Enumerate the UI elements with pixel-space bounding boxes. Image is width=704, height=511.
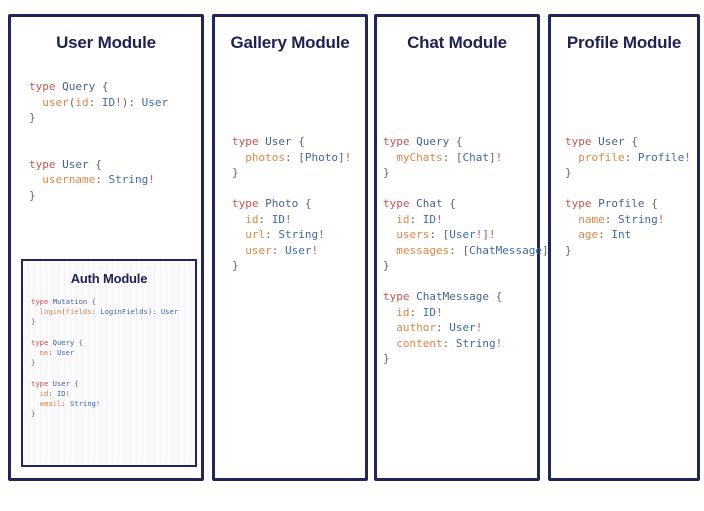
code-line: } [31, 317, 36, 327]
code-line: type Mutation { [31, 297, 96, 306]
code-line [29, 141, 168, 157]
code-line: id: ID! [245, 212, 292, 226]
code-line: users: [User!]! [396, 228, 496, 241]
code-line [31, 368, 178, 378]
code-line: url: String! [245, 228, 325, 241]
code-line [383, 274, 555, 290]
code-line: } [232, 166, 239, 179]
panel-title-chat-module: Chat Module [407, 33, 507, 52]
code-line: } [31, 409, 36, 419]
panel-profile-module[interactable]: Profile Module type User { profile: Prof… [548, 14, 700, 481]
code-line: author: User! [396, 321, 483, 334]
code-line: } [29, 188, 36, 202]
code-line: } [31, 358, 36, 368]
code-line: type User { [232, 135, 305, 148]
code-block-auth-module: type Mutation { login(fields: LoginField… [31, 297, 178, 419]
code-line: } [232, 259, 239, 272]
code-line: id: ID! [39, 388, 70, 398]
code-line: user(id: ID!): User [42, 95, 169, 109]
code-block-profile-module: type User { profile: Profile!} type Prof… [565, 134, 691, 258]
code-block-user-module: type Query { user(id: ID!): User} type U… [29, 79, 168, 203]
code-line: username: String! [42, 173, 155, 186]
code-lines: type Query { user(id: ID!): User} type U… [29, 79, 168, 203]
panel-title-user-module: User Module [56, 33, 156, 52]
code-lines: type User { photos: [Photo]!} type Photo… [232, 134, 351, 274]
code-line: content: String! [396, 336, 503, 350]
panel-title-profile-module: Profile Module [566, 33, 682, 52]
panel-auth-module[interactable]: Auth Module type Mutation { login(fields… [21, 259, 197, 467]
code-line: } [383, 352, 390, 365]
code-line: type User { [31, 378, 79, 388]
code-line: } [383, 259, 390, 272]
code-block-chat-module: type Query { myChats: [Chat]!} type Chat… [383, 134, 555, 367]
panel-user-module[interactable]: User Module type Query { user(id: ID!): … [8, 14, 204, 481]
code-line: type Photo { [232, 197, 312, 210]
code-lines: type User { profile: Profile!} type Prof… [565, 134, 691, 258]
code-line [31, 328, 178, 338]
code-line: photos: [Photo]! [245, 150, 352, 164]
code-line: type ChatMessage { [383, 290, 503, 303]
code-line: login(fields: LoginFields): User [39, 307, 179, 317]
code-line: user: User! [245, 243, 319, 257]
code-line: type Chat { [383, 197, 456, 210]
code-line: type Profile { [565, 197, 658, 210]
code-lines: type Mutation { login(fields: LoginField… [31, 297, 178, 419]
code-line: id: ID! [396, 305, 443, 319]
panel-title-auth-module: Auth Module [70, 271, 148, 286]
code-line: profile: Profile! [578, 150, 691, 164]
code-line: type Query { [383, 135, 463, 148]
panel-gallery-module[interactable]: Gallery Module type User { photos: [Phot… [212, 14, 368, 481]
code-block-gallery-module: type User { photos: [Photo]!} type Photo… [232, 134, 351, 274]
code-line: type User { [565, 135, 638, 148]
code-line [232, 181, 351, 197]
code-line: } [383, 166, 390, 179]
code-line: type Query { [31, 337, 83, 347]
code-line: messages: [ChatMessage]! [396, 243, 555, 257]
panel-chat-module[interactable]: Chat Module type Query { myChats: [Chat]… [374, 14, 555, 481]
code-line [29, 126, 168, 142]
code-line: name: String! [578, 212, 665, 226]
code-lines: type Query { myChats: [Chat]!} type Chat… [383, 134, 555, 367]
code-line: myChats: [Chat]! [396, 150, 503, 164]
code-line: } [565, 166, 572, 179]
code-line [565, 181, 691, 197]
code-line: } [29, 111, 36, 124]
code-line: id: ID! [396, 212, 443, 226]
code-line: type User { [29, 157, 102, 171]
code-line: email: String! [39, 399, 101, 409]
code-line: } [565, 243, 572, 257]
code-line [383, 181, 555, 197]
code-line: me: User [39, 348, 75, 358]
code-line: age: Int [578, 228, 632, 241]
code-line: type Query { [29, 80, 109, 93]
panel-title-gallery-module: Gallery Module [230, 33, 350, 52]
